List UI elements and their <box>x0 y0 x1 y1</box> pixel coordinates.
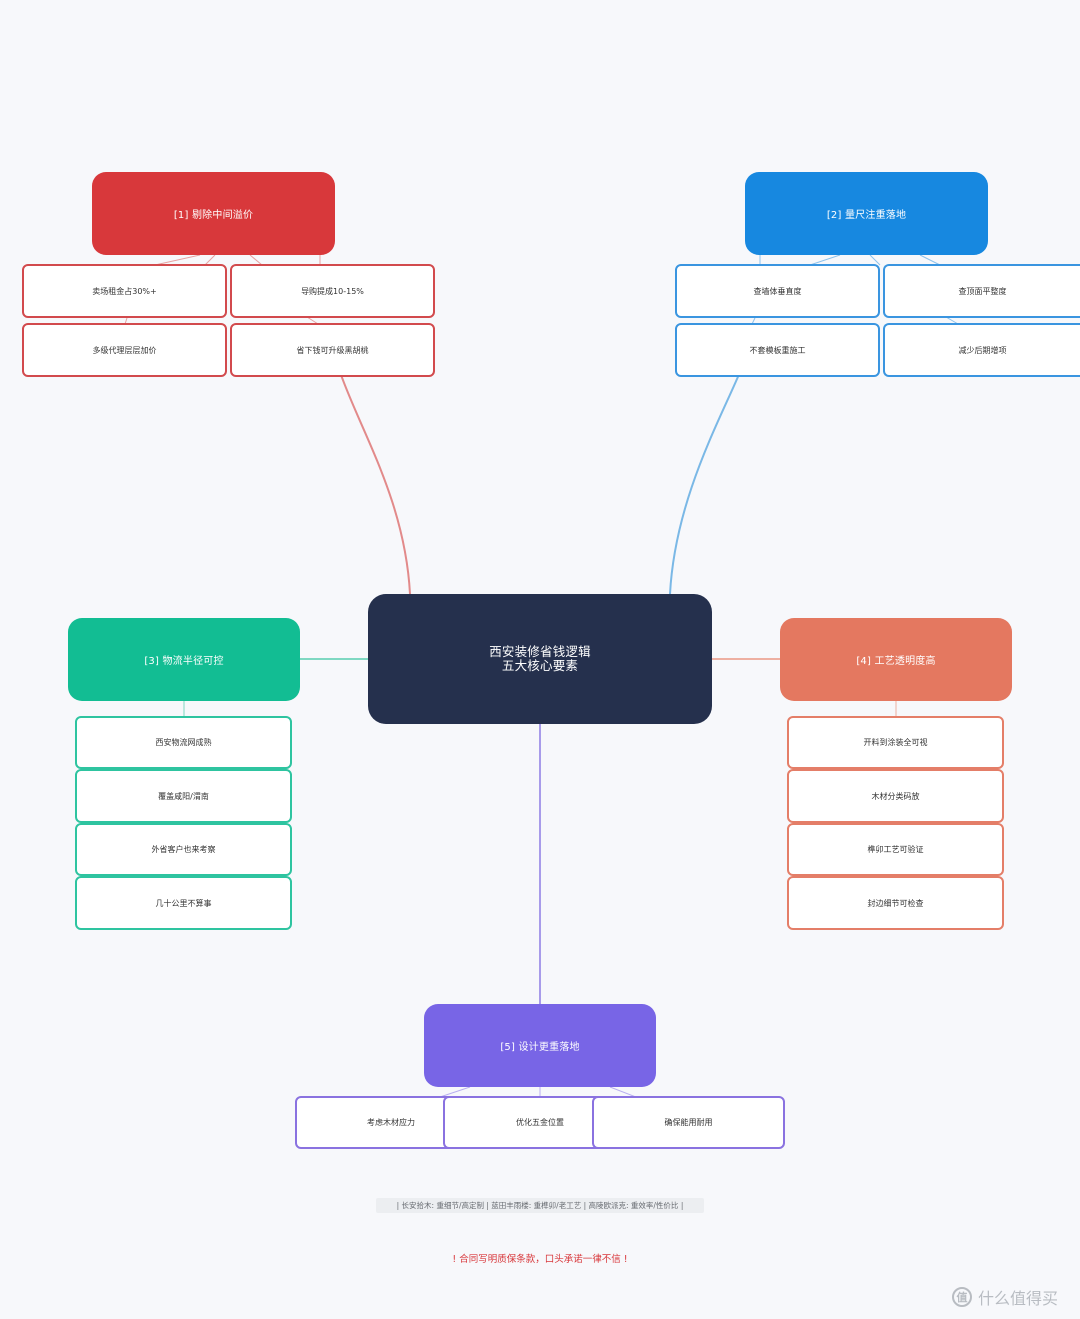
connector-center-b2 <box>669 371 741 595</box>
b1-leaf-1[interactable]: 卖场租金占30%+ <box>22 264 227 318</box>
b1-leaf-2[interactable]: 导购提成10-15% <box>230 264 435 318</box>
watermark-logo-icon: 值 <box>952 1287 972 1307</box>
center-title-line1: 西安装修省钱逻辑 <box>489 644 591 659</box>
connector-center-b1 <box>339 371 411 595</box>
warning-text: ! 合同写明质保条款，口头承诺一律不信 ! <box>452 1254 628 1265</box>
b2-leaf-3[interactable]: 不套模板重施工 <box>675 323 880 377</box>
watermark-text: 什么值得买 <box>978 1289 1059 1308</box>
b1-leaf-3[interactable]: 多级代理层层加价 <box>22 323 227 377</box>
b2-leaf-1[interactable]: 查墙体垂直度 <box>675 264 880 318</box>
b3-leaf-1[interactable]: 西安物流网成熟 <box>75 716 292 769</box>
branch-2-node[interactable]: [2] 量尺注重落地 <box>745 172 988 255</box>
b4-leaf-4[interactable]: 封边细节可检查 <box>787 876 1004 930</box>
b1-leaf-4[interactable]: 省下钱可升级黑胡桃 <box>230 323 435 377</box>
center-node[interactable]: 西安装修省钱逻辑 五大核心要素 <box>368 594 712 724</box>
center-title-line2: 五大核心要素 <box>501 658 579 673</box>
b2-leaf-2[interactable]: 查顶面平整度 <box>883 264 1080 318</box>
watermark: 值 什么值得买 <box>952 1284 1076 1310</box>
branch-4-node[interactable]: [4] 工艺透明度高 <box>780 618 1012 701</box>
b3-leaf-2[interactable]: 覆盖咸阳/渭南 <box>75 769 292 823</box>
branch-3-node[interactable]: [3] 物流半径可控 <box>68 618 300 701</box>
branch-5-node[interactable]: [5] 设计更重落地 <box>424 1004 656 1087</box>
b3-leaf-4[interactable]: 几十公里不算事 <box>75 876 292 930</box>
b3-leaf-3[interactable]: 外省客户也来考察 <box>75 823 292 876</box>
b2-leaf-4[interactable]: 减少后期增项 <box>883 323 1080 377</box>
b4-leaf-2[interactable]: 木材分类码放 <box>787 769 1004 823</box>
branch-1-node[interactable]: [1] 剔除中间溢价 <box>92 172 335 255</box>
b4-leaf-3[interactable]: 榫卯工艺可验证 <box>787 823 1004 876</box>
b4-leaf-1[interactable]: 开料到涂装全可视 <box>787 716 1004 769</box>
b5-leaf-3[interactable]: 确保能用耐用 <box>592 1096 785 1149</box>
brand-legend: | 长安拾木: 重细节/高定制 | 蓝田丰雨楼: 重榫卯/老工艺 | 高陵欧派克… <box>376 1198 704 1213</box>
